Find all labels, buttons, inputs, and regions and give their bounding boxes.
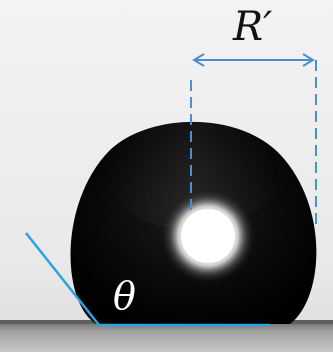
reflection-core xyxy=(181,209,235,263)
radius-label: R′ xyxy=(232,4,272,50)
substrate xyxy=(0,322,333,352)
radius-arrowhead-left xyxy=(192,53,205,67)
tangent-line xyxy=(25,232,100,326)
angle-label: θ xyxy=(113,274,136,318)
radius-arrowhead-right xyxy=(302,53,315,67)
